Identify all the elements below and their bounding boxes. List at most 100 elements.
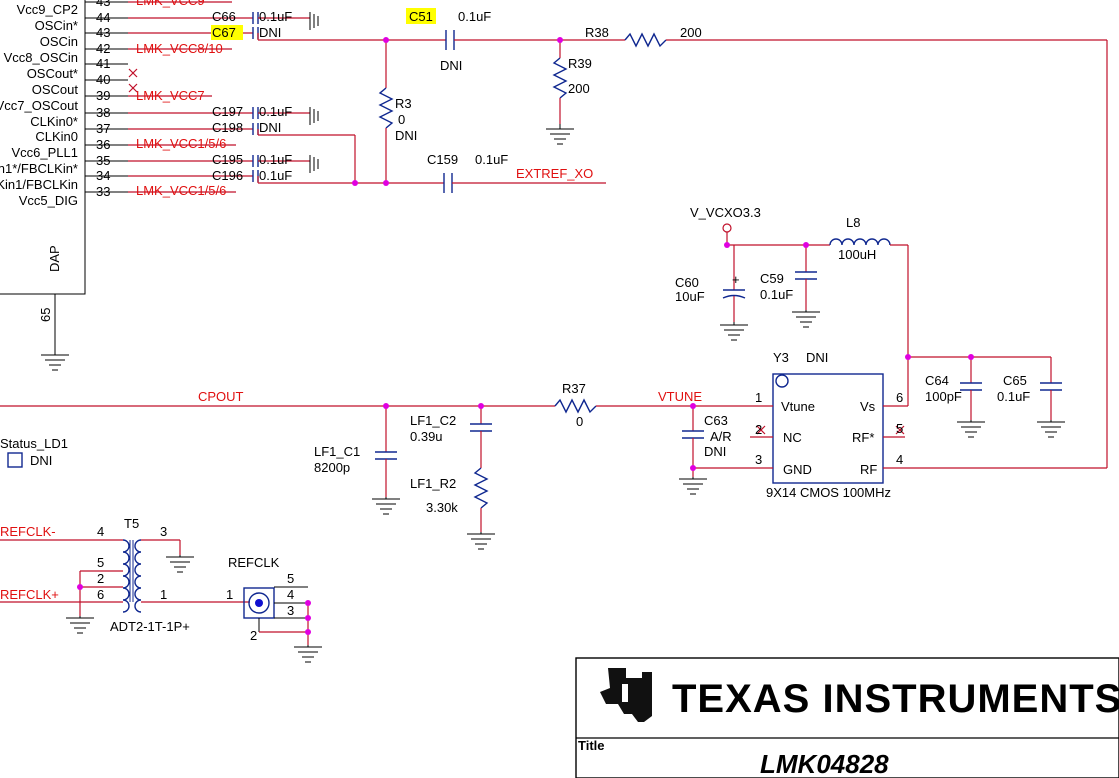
r3-resistor: R3 0 DNI: [378, 40, 417, 183]
part-value: 100uH: [838, 247, 876, 262]
t5-pin: 4: [97, 524, 104, 539]
ic-pin-number: 43: [96, 25, 110, 40]
part-value: 0.1uF: [259, 9, 292, 24]
part-ref: C159: [427, 152, 458, 167]
part-ref: C197: [212, 104, 243, 119]
ground-icon: [467, 532, 495, 550]
part-ref: C196: [212, 168, 243, 183]
net-label-vvcxo: V_VCXO3.3: [690, 205, 761, 220]
part-ref: C65: [1003, 373, 1027, 388]
net-label: LMK_VCC8/10: [136, 41, 223, 56]
part-ref: C67: [212, 25, 236, 40]
y3-pin-name: Vtune: [781, 399, 815, 414]
ic-pin-name: CLKin1*/FBCLKin*: [0, 161, 78, 176]
y3-pin-number: 4: [896, 452, 903, 467]
ground-icon: [66, 616, 94, 634]
part-value: 0.1uF: [997, 389, 1030, 404]
ic-pin-number: 33: [96, 184, 110, 199]
y3-pin-name: Vs: [860, 399, 876, 414]
ic-pin-number: 37: [96, 121, 110, 136]
part-ref: L8: [846, 215, 860, 230]
ground-icon: [957, 420, 985, 438]
vs-decoupling: C64 100pF C65 0.1uF: [908, 356, 1062, 420]
ic-pin-name: CLKin0*: [30, 114, 78, 129]
title-label: Title: [578, 738, 605, 753]
part-ref: REFCLK: [228, 555, 280, 570]
part-number: ADT2-1T-1P+: [110, 619, 190, 634]
part-value: 0.1uF: [259, 104, 292, 119]
ground-icon: [1037, 420, 1065, 438]
y3-pin-name: RF*: [852, 430, 874, 445]
ic-pin-number: 42: [96, 41, 110, 56]
y3-pin-name: RF: [860, 462, 877, 477]
y3-pin-number: 2: [755, 422, 762, 437]
dap-label: DAP: [47, 245, 62, 272]
no-connect-marks: [128, 68, 905, 435]
dap-pin-number: 65: [38, 308, 53, 322]
clkin1-caps: C195 0.1uF C196 0.1uF: [128, 152, 444, 184]
title-block: TEXAS INSTRUMENTS Title LMK04828: [575, 657, 1119, 778]
connector-pin: 2: [250, 628, 257, 643]
part-ref: C66: [212, 9, 236, 24]
part-ref: C63: [704, 413, 728, 428]
net-label-extref: EXTREF_XO: [516, 166, 593, 181]
y3-pin-name: GND: [783, 462, 812, 477]
y3-pin-name: NC: [783, 430, 802, 445]
part-value: 0.1uF: [259, 152, 292, 167]
net-label: LMK_VCC9: [136, 0, 205, 8]
connector-pin: 3: [287, 603, 294, 618]
part-value: 10uF: [675, 289, 705, 304]
part-value: DNI: [259, 25, 281, 40]
part-ref: C59: [760, 271, 784, 286]
ic-pin-name: Vcc5_DIG: [19, 193, 78, 208]
part-value: 0.1uF: [760, 287, 793, 302]
ic-pin-name: OSCin*: [35, 18, 78, 33]
part-ref: C195: [212, 152, 243, 167]
ic-pin-number: 43: [96, 0, 110, 9]
part-ref: C51: [409, 9, 433, 24]
ic-pin-number: 44: [96, 10, 110, 25]
ic-power-nets: LMK_VCC9 LMK_VCC8/10 LMK_VCC7 LMK_VCC1/5…: [128, 0, 236, 198]
lmk04828-ic: Vcc9_CP2 OSCin* OSCin Vcc8_OSCin OSCout*…: [0, 0, 128, 340]
ic-pin-number: 34: [96, 168, 110, 183]
part-ref: Y3: [773, 350, 789, 365]
part-ref: T5: [124, 516, 139, 531]
part-value: 200: [680, 25, 702, 40]
loop-filter: CPOUT LF1_C1 8200p LF1_C2 0.39u LF1_R2 3…: [0, 381, 750, 532]
part-value: 0: [398, 112, 405, 127]
t5-pin: 3: [160, 524, 167, 539]
net-label-refclk-plus: REFCLK+: [0, 587, 59, 602]
part-value: 0: [576, 414, 583, 429]
part-value: 3.30k: [426, 500, 458, 515]
part-ref: R3: [395, 96, 412, 111]
refclk-connector: REFCLK 5 4 3 2 1: [226, 555, 309, 645]
ic-pin-number: 40: [96, 72, 110, 87]
r38-resistor: R38 200: [585, 25, 1108, 468]
connector-pin: 1: [226, 587, 233, 602]
part-ref: C198: [212, 120, 243, 135]
document-title: LMK04828: [760, 749, 889, 778]
t5-pin: 2: [97, 571, 104, 586]
t5-pin: 5: [97, 555, 104, 570]
highlight: [406, 8, 436, 24]
part-value: 0.1uF: [475, 152, 508, 167]
ground-icon: [679, 477, 707, 495]
company-name: TEXAS INSTRUMENTS: [672, 677, 1119, 721]
status-led: Status_LD1 DNI: [0, 436, 68, 468]
net-label-vtune: VTUNE: [658, 389, 702, 404]
part-ref: R37: [562, 381, 586, 396]
y3-pin-number: 5: [896, 421, 903, 436]
net-label-refclk-minus: REFCLK-: [0, 524, 56, 539]
y3-description: 9X14 CMOS 100MHz: [766, 485, 891, 500]
ic-pin-name: Vcc9_CP2: [17, 2, 78, 17]
part-dni: DNI: [704, 444, 726, 459]
y3-pin-number: 1: [755, 390, 762, 405]
part-value: 0.1uF: [259, 168, 292, 183]
ic-pin-number: 38: [96, 105, 110, 120]
c159-capacitor: C159 0.1uF EXTREF_XO: [427, 152, 606, 193]
t5-pin: 6: [97, 587, 104, 602]
ic-pin-number: 36: [96, 137, 110, 152]
part-value: A/R: [710, 429, 732, 444]
t5-pin: 1: [160, 587, 167, 602]
